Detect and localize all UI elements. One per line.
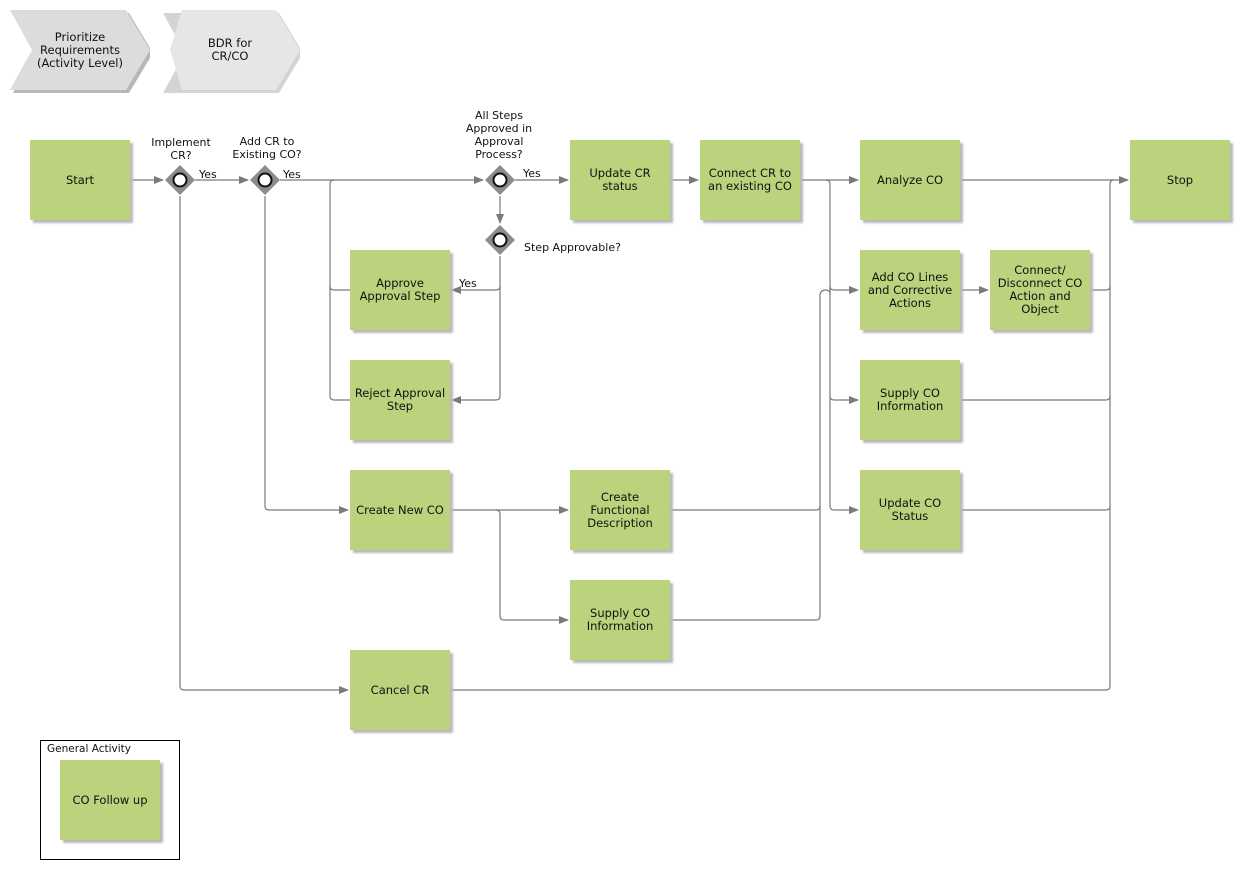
edge-supplyright-stop	[960, 395, 1111, 401]
gateway-all-steps-approved[interactable]	[485, 165, 515, 195]
legend-activity-label: CO Follow up	[72, 792, 148, 807]
edge-updateco-stop	[960, 505, 1111, 511]
activity-stop-label: Stop	[1166, 172, 1194, 187]
edge-approvable-reject	[451, 286, 501, 404]
edge-collector	[450, 179, 1115, 691]
edge-label-yes-allsteps: Yes	[523, 167, 541, 180]
legend-activity-co-follow-up[interactable]: CO Follow up	[60, 760, 160, 840]
edge-addcr-createco	[264, 196, 349, 514]
edge-conndisc-stop	[1090, 285, 1111, 291]
legend: General Activity CO Follow up	[40, 740, 180, 860]
edge-createco-supplymid	[495, 509, 569, 624]
legend-title: General Activity	[47, 743, 131, 755]
activity-supply-co-info-right[interactable]: Supply CO Information	[860, 360, 960, 440]
activity-supply-co-info-right-label: Supply CO Information	[876, 386, 944, 413]
edge-connect-addlines	[829, 285, 859, 294]
gateway-add-cr-existing[interactable]	[250, 165, 280, 195]
activity-create-new-co-label: Create New CO	[356, 502, 444, 517]
edge-connect-branches	[825, 179, 859, 514]
activity-add-co-lines[interactable]: Add CO Lines and Corrective Actions	[860, 250, 960, 330]
activity-cancel-cr[interactable]: Cancel CR	[350, 650, 450, 730]
activity-connect-cr[interactable]: Connect CR to an existing CO	[700, 140, 800, 220]
phase-bdr-label: BDR for CR/CO	[207, 36, 253, 63]
gateway-implement-cr[interactable]	[165, 165, 195, 195]
edge-label-yes-addcr: Yes	[283, 168, 301, 181]
activity-start[interactable]: Start	[30, 140, 130, 220]
activity-supply-co-info-mid[interactable]: Supply CO Information	[570, 580, 670, 660]
gateway-step-approvable-label: Step Approvable?	[524, 241, 621, 254]
activity-add-co-lines-label: Add CO Lines and Corrective Actions	[867, 269, 953, 310]
phase-bdr[interactable]: BDR for CR/CO	[160, 10, 300, 93]
activity-connect-cr-label: Connect CR to an existing CO	[708, 166, 792, 193]
activity-create-new-co[interactable]: Create New CO	[350, 470, 450, 550]
activity-start-label: Start	[65, 172, 95, 187]
gateway-add-cr-existing-label: Add CR to Existing CO?	[232, 135, 302, 161]
activity-reject-step[interactable]: Reject Approval Step	[350, 360, 450, 440]
edge-funcdesc-addlines	[670, 289, 831, 511]
activity-update-cr-status[interactable]: Update CR status	[570, 140, 670, 220]
activity-approve-step-label: Approve Approval Step	[359, 276, 441, 303]
activity-cancel-cr-label: Cancel CR	[370, 682, 430, 697]
activity-connect-disconnect-label: Connect/ Disconnect CO Action and Object	[997, 263, 1083, 316]
activity-reject-step-label: Reject Approval Step	[354, 386, 446, 413]
gateway-step-approvable[interactable]	[485, 225, 515, 255]
activity-approve-step[interactable]: Approve Approval Step	[350, 250, 450, 330]
activity-create-func-desc-label: Create Functional Description	[587, 489, 653, 530]
activity-create-func-desc[interactable]: Create Functional Description	[570, 470, 670, 550]
gateway-implement-cr-label: Implement CR?	[151, 136, 211, 162]
activity-supply-co-info-mid-label: Supply CO Information	[586, 606, 654, 633]
edge-implement-cancel	[179, 196, 349, 694]
activity-analyze-co-label: Analyze CO	[876, 172, 944, 187]
activity-connect-disconnect[interactable]: Connect/ Disconnect CO Action and Object	[990, 250, 1090, 330]
phase-prioritize-requirements[interactable]: Prioritize Requirements (Activity Level)	[10, 10, 150, 93]
activity-update-co-status[interactable]: Update CO Status	[860, 470, 960, 550]
activity-update-co-status-label: Update CO Status	[878, 496, 942, 523]
gateway-all-steps-approved-label: All Steps Approved in Approval Process?	[465, 109, 533, 161]
activity-update-cr-status-label: Update CR status	[589, 166, 651, 193]
edge-reject-loop	[329, 286, 350, 401]
edge-supplymid-addlines	[670, 506, 821, 621]
activity-analyze-co[interactable]: Analyze CO	[860, 140, 960, 220]
edge-connect-supply	[829, 395, 859, 404]
activity-stop[interactable]: Stop	[1130, 140, 1230, 220]
edge-label-yes-implement: Yes	[199, 168, 217, 181]
edge-approve-loop	[329, 179, 350, 291]
phase-prioritize-label: Prioritize Requirements (Activity Level)	[37, 29, 123, 70]
edge-label-yes-approvable: Yes	[459, 277, 477, 290]
